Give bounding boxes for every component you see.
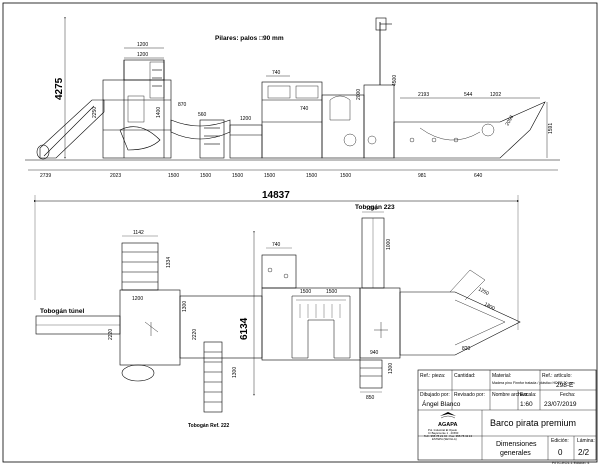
tb-dibujado-label: Dibujado por:: [420, 392, 450, 398]
tb-address-1: Pol. Industrial El Ojuelo: [428, 428, 458, 432]
plan-dim-15: 850: [366, 395, 375, 401]
dim-side-2: 1400: [156, 107, 162, 118]
plan-length-dim: 14837: [262, 190, 290, 201]
plan-dim-11: 1200: [366, 206, 377, 212]
tower-2-plan: [261, 287, 361, 361]
elevation-height-dim: 4275: [54, 77, 65, 100]
dim-bottom-2: 2023: [110, 173, 121, 179]
plan-dim-16: 1250: [477, 286, 490, 297]
tb-dibujado-value: Ángel Blanco: [422, 399, 461, 408]
tower-1-plan: [119, 289, 181, 366]
dim-side-7: 4500: [392, 75, 398, 86]
tb-edicion-label: Edición:: [551, 438, 569, 444]
ship-hull-elevation: [393, 101, 546, 159]
tb-revisado-label: Revisado por:: [454, 392, 485, 398]
plan-dim-13: 940: [370, 350, 379, 356]
plan-dim-14: 1300: [388, 363, 394, 374]
tb-subtitle-2: generales: [500, 450, 531, 457]
tb-lamina-label: Lámina:: [577, 438, 595, 444]
plan-dim-2: 1334: [166, 257, 172, 268]
tb-ref-pieza-label: Ref.: pieza:: [420, 373, 445, 379]
plan-dim-9: 1500: [300, 289, 311, 295]
plan-dim-17: 1800: [483, 301, 496, 312]
tb-title: Barco pirata premium: [490, 418, 576, 428]
dim-bottom-6: 1500: [264, 173, 275, 179]
tb-ref-articulo-label: Ref.: artículo:: [542, 373, 572, 379]
dim-side-3: 870: [178, 102, 187, 108]
tb-material-value: Madera pino Finnfor tratada / plástico H…: [492, 381, 575, 385]
tb-ref-articulo-value: 298-E: [556, 382, 574, 389]
tb-cantidad-label: Cantidad:: [454, 373, 475, 379]
dim-bottom-8: 1500: [340, 173, 351, 179]
plan-dim-1: 1142: [133, 230, 144, 236]
dim-bottom-1: 2739: [40, 173, 51, 179]
tb-fecha-label: Fecha:: [560, 392, 575, 398]
bridge-elevation: [170, 119, 231, 140]
tb-address-3: Telf.: 955 78 21 40 · Fax: 955 78 42 13: [424, 434, 472, 438]
plan-dim-5: 1300: [182, 301, 188, 312]
dim-bottom-5: 1500: [232, 173, 243, 179]
dim-bottom-7: 1500: [306, 173, 317, 179]
plan-view: [34, 195, 521, 413]
labels: Pilares: palos □90 mm 4275 1200 1200 740…: [40, 35, 554, 429]
dim-side-1: 2250: [92, 107, 98, 118]
plan-dim-3: 1200: [132, 296, 143, 302]
dim-top-1: 1200: [137, 42, 148, 48]
tb-form-code: F/ITC-EO1-1 Edición: 4: [552, 461, 589, 465]
dim-right-5: 2096: [505, 114, 516, 127]
dim-bottom-4: 1500: [200, 173, 211, 179]
tb-address-2: C/ Bayamonte 1 · 41560: [428, 431, 459, 435]
plan-dim-8: 1300: [232, 367, 238, 378]
tb-archivo-label: Nombre archivo:: [492, 392, 529, 398]
dim-side-8: 1200: [240, 116, 251, 122]
dim-top-2: 1200: [137, 52, 148, 58]
tb-subtitle-1: Dimensiones: [496, 441, 537, 448]
label-slide-222: Tobogán Ref. 222: [188, 423, 230, 429]
tb-escala-value: 1:60: [520, 401, 533, 408]
ship-bow-plan: [399, 291, 521, 356]
plan-dim-7: 2220: [108, 329, 114, 340]
tb-edicion-value: 0: [558, 448, 563, 457]
elevation-view: [25, 17, 560, 171]
dim-right-3: 1202: [490, 92, 501, 98]
tb-escala-label: Escala:: [520, 392, 536, 398]
title-block: Ref.: pieza: Cantidad: Material: Madera …: [417, 369, 597, 465]
dim-right-2: 544: [464, 92, 473, 98]
plan-dim-18: 820: [462, 346, 471, 352]
tb-company: AGAPA: [438, 422, 457, 428]
plan-dim-10: 1500: [326, 289, 337, 295]
tb-material-label: Material:: [492, 373, 511, 379]
pillars-note: Pilares: palos □90 mm: [215, 35, 284, 42]
plan-dim-4: 740: [272, 242, 281, 248]
dim-right-1: 2193: [418, 92, 429, 98]
tb-address-4: ESTEPA (SEVILLA): [432, 437, 457, 441]
plan-dim-12: 1000: [386, 239, 392, 250]
label-tunnel-slide: Tobogán túnel: [40, 308, 84, 315]
dim-side-6: 2000: [356, 89, 362, 100]
plan-dim-6: 2220: [192, 329, 198, 340]
dim-bottom-3: 1500: [168, 173, 179, 179]
tower-2-elevation: [261, 81, 323, 159]
dim-side-5: 740: [300, 106, 309, 112]
dim-bottom-9: 981: [418, 173, 427, 179]
dim-right-4: 1591: [548, 123, 554, 134]
dim-side-4: 560: [198, 112, 207, 118]
label-slide-223: Tobogán 223: [355, 204, 395, 211]
tb-fecha-value: 23/07/2019: [544, 401, 577, 408]
dim-bottom-10: 640: [474, 173, 483, 179]
tb-lamina-value: 2/2: [578, 448, 590, 457]
agapa-logo-icon: [440, 412, 456, 419]
tower-1-elevation: [102, 79, 172, 159]
plan-width-dim: 6134: [239, 317, 250, 340]
dim-top-3: 740: [272, 70, 281, 76]
